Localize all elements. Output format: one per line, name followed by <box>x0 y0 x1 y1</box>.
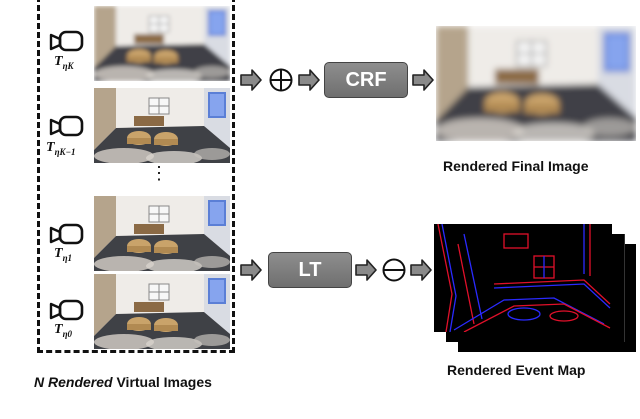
pose-label: TηK <box>54 54 74 71</box>
pose-label: Tη1 <box>54 246 73 263</box>
crf-module: CRF <box>324 62 408 98</box>
block-arrow-right-icon <box>240 259 262 281</box>
event-map-caption: Rendered Event Map <box>447 362 586 378</box>
camera-icon <box>49 27 85 55</box>
lt-module: LT <box>268 252 352 288</box>
virtual-image-thumbnail <box>94 274 230 349</box>
pose-label: Tη0 <box>54 322 73 339</box>
camera-icon <box>49 112 85 140</box>
camera-icon <box>49 220 85 248</box>
circle-minus-icon: ⊖ <box>382 258 406 282</box>
virtual-image-thumbnail <box>94 196 230 271</box>
virtual-image-thumbnail <box>94 88 230 163</box>
virtual-image-thumbnail <box>94 6 230 81</box>
pose-label: TηK−1 <box>46 140 76 157</box>
block-arrow-right-icon <box>355 259 377 281</box>
block-arrow-right-icon <box>298 69 320 91</box>
block-arrow-right-icon <box>240 69 262 91</box>
rendered-event-map <box>434 224 612 332</box>
block-arrow-right-icon <box>410 259 432 281</box>
vertical-ellipsis: ⋮ <box>150 163 168 183</box>
block-arrow-right-icon <box>412 69 434 91</box>
rendered-final-image <box>436 26 636 141</box>
camera-icon <box>49 296 85 324</box>
circle-plus-icon: ⊕ <box>269 68 293 92</box>
virtual-images-frame <box>37 0 235 353</box>
virtual-images-caption: N Rendered Virtual Images <box>34 374 212 390</box>
final-image-caption: Rendered Final Image <box>443 158 589 174</box>
